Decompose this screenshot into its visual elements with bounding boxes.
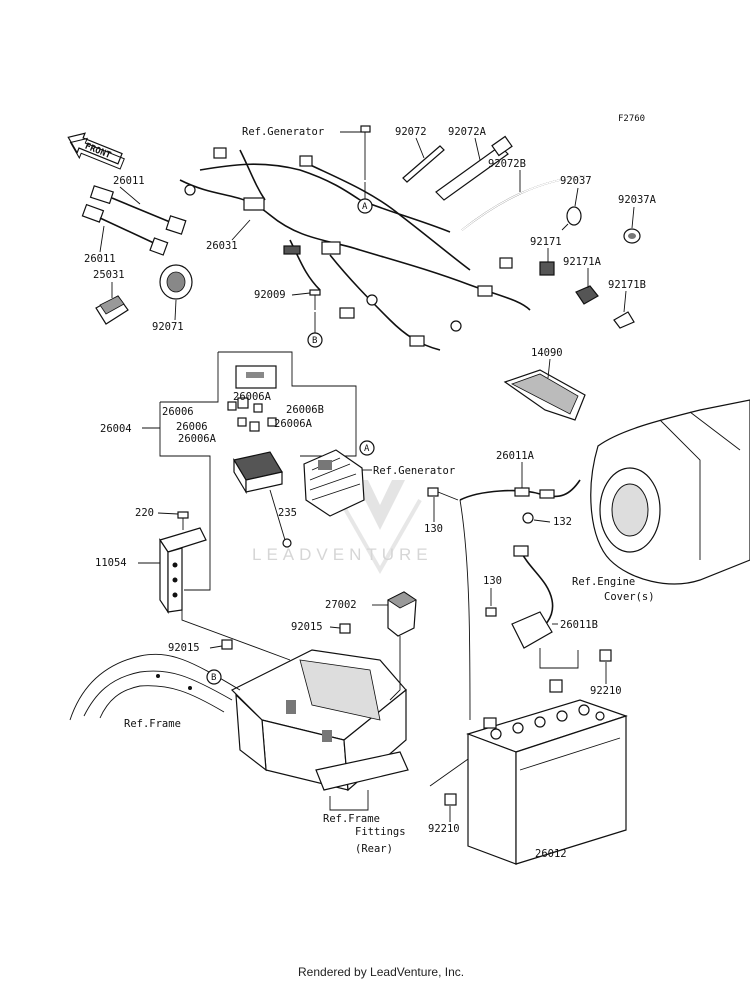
ref-frame-fittings-label-1: Ref.Frame	[323, 813, 380, 825]
bolt-92009-icon	[309, 289, 321, 310]
part-label-92072b: 92072B	[488, 158, 526, 170]
part-label-26011-b: 26011	[84, 253, 116, 265]
cover-27002-icon	[387, 591, 417, 637]
ground-cable-26011b-icon	[511, 545, 554, 649]
cable-tie-92072a-icon	[435, 135, 513, 201]
part-label-92037: 92037	[560, 175, 592, 187]
part-label-132: 132	[553, 516, 572, 528]
callout-a-icon	[357, 182, 373, 214]
part-label-220: 220	[135, 507, 154, 519]
part-label-26006a-c: 26006A	[274, 418, 313, 430]
part-label-26006b: 26006B	[286, 404, 324, 416]
clamp-92037-icon	[561, 206, 582, 231]
cable-tie-92072-icon	[402, 145, 445, 183]
footer-credit: Rendered by LeadVenture, Inc.	[298, 965, 464, 979]
part-label-26012: 26012	[535, 848, 567, 860]
bracket-11054-icon	[159, 527, 207, 614]
part-label-92072: 92072	[395, 126, 427, 138]
grommet-92071-icon	[159, 264, 193, 300]
part-label-92015-a: 92015	[168, 642, 200, 654]
part-label-92210-b: 92210	[428, 823, 460, 835]
part-label-92171a: 92171A	[563, 256, 602, 268]
callout-a-label-2: A	[364, 444, 370, 454]
frame-rail-icon	[69, 653, 241, 721]
holder-92171-icon	[539, 261, 555, 276]
callout-b-label-2: B	[211, 673, 216, 683]
cover-14090-icon	[503, 369, 586, 421]
part-label-92071: 92071	[152, 321, 184, 333]
watermark-text: LEADVENTURE	[252, 545, 433, 564]
holder-92171a-icon	[575, 285, 599, 305]
screw-235-icon	[269, 489, 292, 548]
bolt-130-b-icon	[485, 607, 497, 617]
part-label-92009: 92009	[254, 289, 286, 301]
engine-cover-icon	[590, 399, 750, 585]
watermark-logo-icon	[338, 480, 422, 575]
ref-engine-cover-label-1: Ref.Engine	[572, 576, 635, 588]
ref-frame-fittings-label-2: Fittings	[355, 826, 406, 838]
part-label-11054: 11054	[95, 557, 127, 569]
part-label-235: 235	[278, 507, 297, 519]
nut-132-icon	[522, 512, 534, 524]
fuse-box-lid-icon	[235, 365, 277, 389]
part-label-27002: 27002	[325, 599, 357, 611]
part-label-26004: 26004	[100, 423, 132, 435]
fuse-icons	[227, 397, 277, 432]
ref-generator-top-label: Ref.Generator	[242, 126, 324, 138]
nut-92015-a-icon	[221, 639, 233, 650]
fuse-box-bracket-lines	[159, 351, 357, 480]
nut-92210-a-icon	[599, 649, 612, 662]
part-label-92171b: 92171B	[608, 279, 646, 291]
part-label-25031: 25031	[93, 269, 125, 281]
part-label-92210-a: 92210	[590, 685, 622, 697]
cable-tie-92072b-icon	[461, 175, 586, 231]
clamp-92037a-icon	[623, 228, 641, 244]
main-wiring-harness-26031-icon	[179, 147, 531, 351]
callout-b-icon	[307, 312, 323, 348]
part-label-14090: 14090	[531, 347, 563, 359]
nut-92015-b-icon	[339, 623, 351, 634]
part-label-26006-b: 26006	[176, 421, 208, 433]
front-arrow-icon: FRONT	[67, 132, 125, 170]
part-label-26011-a: 26011	[113, 175, 145, 187]
callout-b-frame-icon	[206, 669, 222, 685]
part-label-26006-a: 26006	[162, 406, 194, 418]
part-label-26006a-a: 26006A	[233, 391, 272, 403]
fuse-box-26004-icon	[233, 451, 283, 495]
bolt-130-a-icon	[427, 487, 459, 501]
relay-25031-icon	[95, 295, 129, 325]
bolt-220-icon	[177, 511, 189, 530]
ref-generator-mid-label: Ref.Generator	[373, 465, 455, 477]
part-label-130-a: 130	[424, 523, 443, 535]
part-label-26031: 26031	[206, 240, 238, 252]
ref-frame-label: Ref.Frame	[124, 718, 181, 730]
battery-tray-icon	[230, 649, 409, 792]
ref-engine-cover-label-2: Cover(s)	[604, 591, 655, 603]
part-label-26011a: 26011A	[496, 450, 535, 462]
part-label-92037a: 92037A	[618, 194, 657, 206]
part-label-26011b: 26011B	[560, 619, 598, 631]
callout-a-label-1: A	[362, 202, 368, 212]
part-label-92171: 92171	[530, 236, 562, 248]
wiring-harness-26011-lower-icon	[81, 203, 169, 256]
battery-cable-26011a-icon	[459, 479, 581, 721]
regulator-icon	[303, 449, 365, 517]
wiring-harness-26011-upper-icon	[89, 185, 187, 235]
battery-26012-icon	[466, 679, 628, 865]
bolt-ref-generator-icon	[360, 125, 371, 180]
ref-frame-fittings-label-3: (Rear)	[355, 843, 393, 855]
diagram-code: F2760	[618, 114, 645, 124]
nut-92210-b-icon	[444, 793, 457, 806]
part-label-92015-b: 92015	[291, 621, 323, 633]
part-label-26006a-b: 26006A	[178, 433, 217, 445]
part-label-92072a: 92072A	[448, 126, 487, 138]
part-label-130-b: 130	[483, 575, 502, 587]
callout-b-label-1: B	[312, 336, 317, 346]
callout-a-mid-icon	[359, 440, 375, 456]
holder-92171b-icon	[613, 311, 635, 329]
